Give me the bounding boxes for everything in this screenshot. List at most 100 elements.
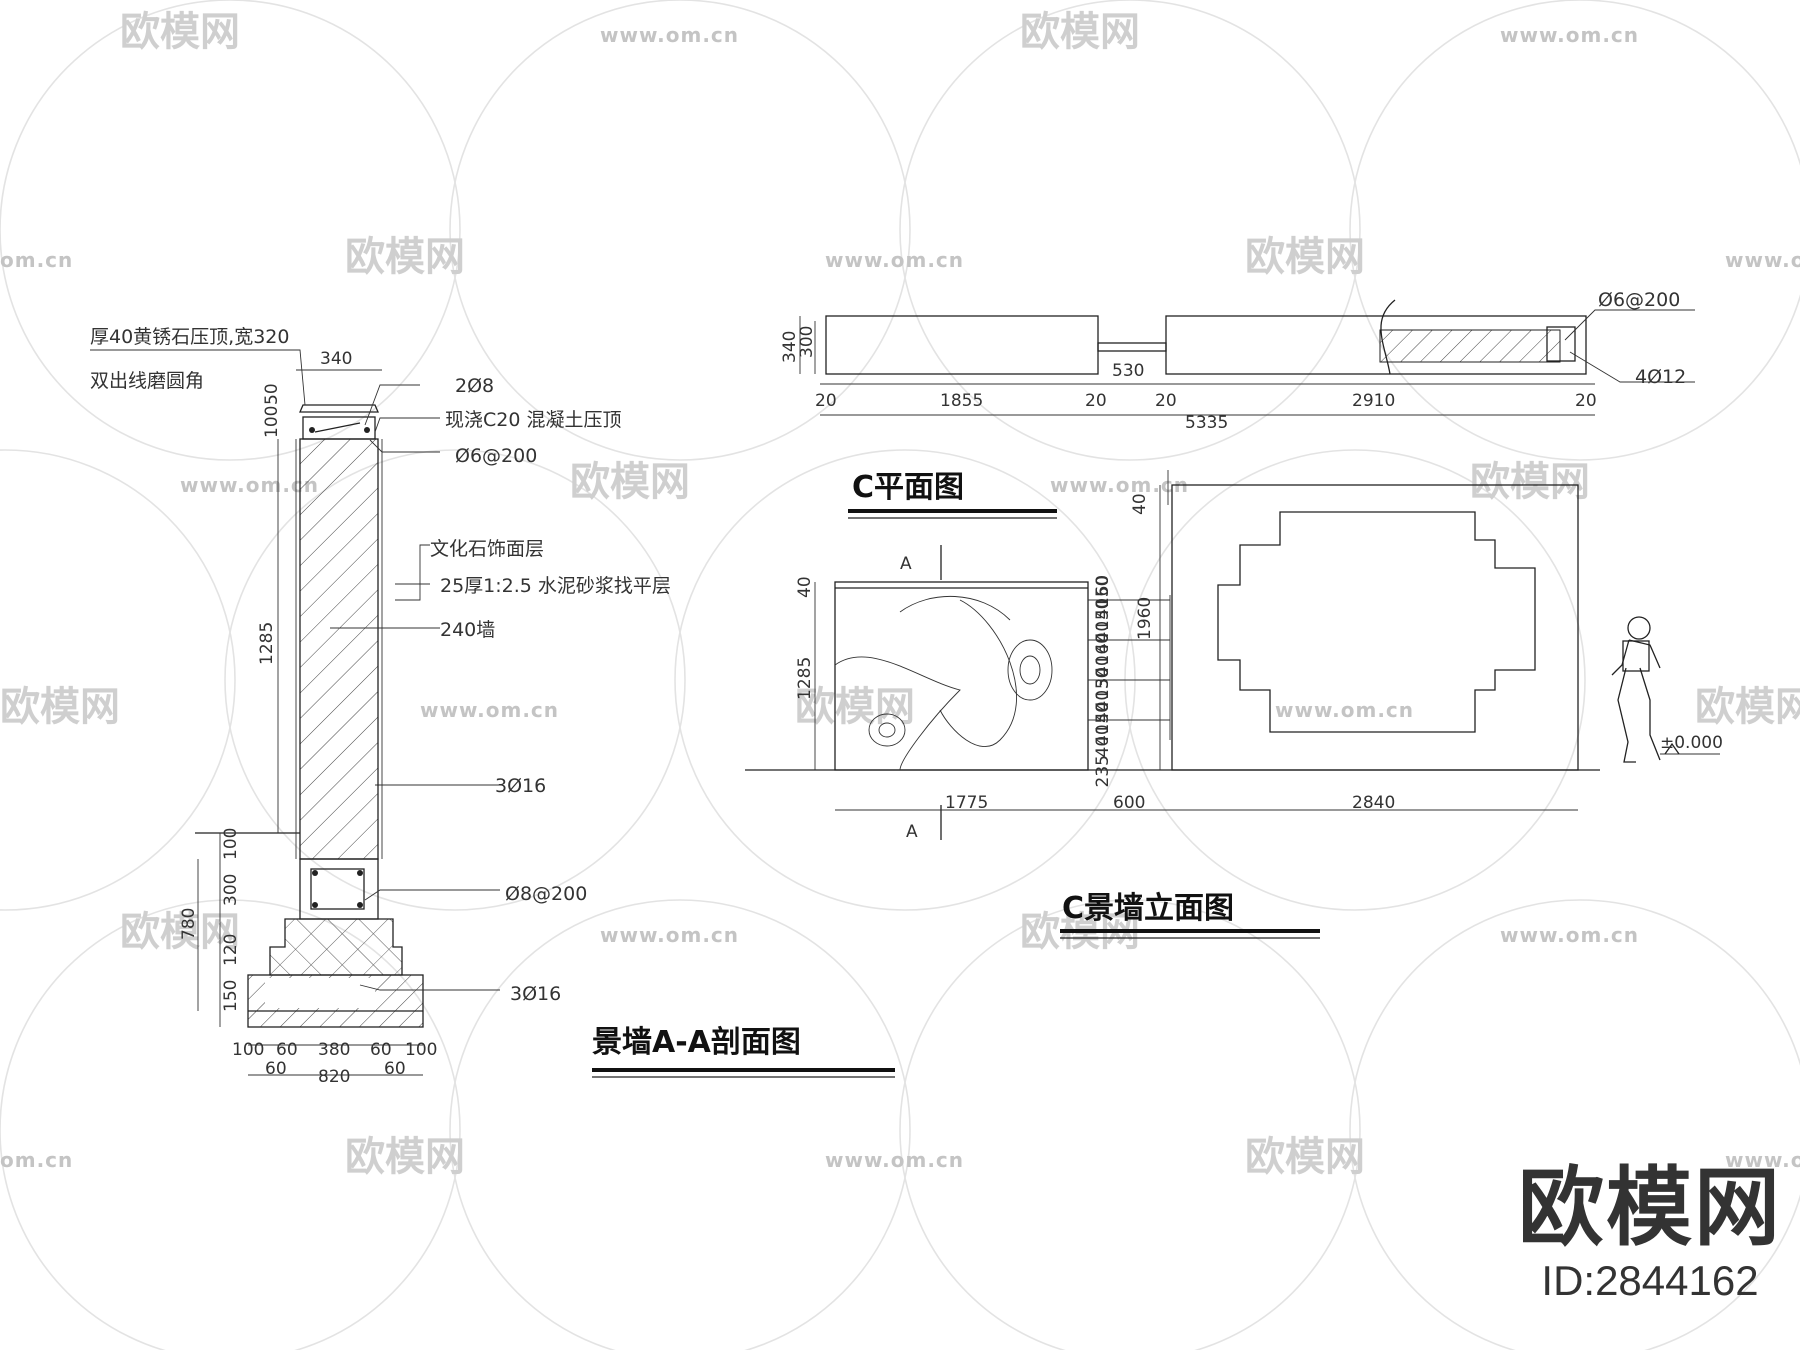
note-stirrup-top: Ø6@200 <box>455 445 537 467</box>
step-dim-label: 40 <box>1093 690 1113 712</box>
dim-el-h1285: 1285 <box>795 657 815 700</box>
dim-c820: 820 <box>318 1067 350 1087</box>
watermark-circle <box>899 899 1361 1350</box>
note-cap-rebar: 2Ø8 <box>455 375 494 397</box>
dim-pl-20b: 20 <box>1085 391 1107 411</box>
dim-pl-530: 530 <box>1112 361 1144 381</box>
dim-h340: 340 <box>780 331 800 363</box>
section-aa-title: 景墙A-A剖面图 <box>592 1025 801 1060</box>
note-cap-stone: 厚40黄锈石压顶,宽320 <box>90 326 289 348</box>
watermark-circle <box>0 899 461 1350</box>
step-dim-label: 235 <box>1093 755 1113 787</box>
note-cap-concrete: 现浇C20 混凝土压顶 <box>445 409 621 431</box>
dim-b60a: 60 <box>276 1040 298 1060</box>
plan-c-drawing <box>799 299 1695 416</box>
dim-c60b: 60 <box>384 1059 406 1079</box>
dim-cap-100: 100 <box>262 406 282 438</box>
watermark-brand: 欧模网 <box>0 684 120 730</box>
watermark-url: www.om.cn <box>825 248 964 272</box>
watermark-url: www.om.cn <box>600 923 739 947</box>
dim-d100: 100 <box>221 828 241 860</box>
watermark-circle <box>1349 899 1800 1350</box>
watermark-url: www.om.cn <box>1725 1148 1800 1172</box>
dim-d150: 150 <box>221 980 241 1012</box>
watermark-url: www.om.cn <box>1725 248 1800 272</box>
dim-top-width: 340 <box>320 349 352 369</box>
dim-el-1775: 1775 <box>945 793 988 813</box>
note-stirrup-beam: Ø8@200 <box>505 883 587 905</box>
dim-d780: 780 <box>179 908 199 940</box>
watermark-url: www.om.cn <box>600 23 739 47</box>
dim-d300: 300 <box>221 874 241 906</box>
watermark-url: www.om.cn <box>420 698 559 722</box>
watermark-url: www.om.cn <box>1275 698 1414 722</box>
step-dim-label: 150 <box>1093 668 1113 700</box>
step-dim-label: 160 <box>1093 633 1113 665</box>
dim-b100b: 100 <box>405 1040 437 1060</box>
watermark-brand: 欧模网 <box>1245 234 1365 280</box>
note-wall: 240墙 <box>440 619 495 641</box>
watermark-brand: 欧模网 <box>1470 459 1590 505</box>
dim-pl-20c: 20 <box>1155 391 1177 411</box>
dim-b380: 380 <box>318 1040 350 1060</box>
watermark-brand: 欧模网 <box>345 1134 465 1180</box>
dim-pl-20a: 20 <box>815 391 837 411</box>
watermark-url-partial: om.cn <box>0 1148 73 1172</box>
note-rebar-mid: 3Ø16 <box>495 775 546 797</box>
note-finish-layer: 文化石饰面层 <box>430 538 544 560</box>
dim-b100a: 100 <box>232 1040 264 1060</box>
dim-el-h1960: 1960 <box>1135 597 1155 640</box>
elevation-c-drawing <box>745 470 1720 840</box>
section-mark-bottom: A <box>906 822 918 842</box>
watermark-circle <box>449 0 911 461</box>
dim-cap-50: 50 <box>262 383 282 405</box>
dim-pl-total: 5335 <box>1185 413 1228 433</box>
plan-c-title: C平面图 <box>852 470 964 505</box>
step-dim-label: 40 <box>1093 621 1113 643</box>
watermark-circle <box>0 449 236 911</box>
dim-el-2840: 2840 <box>1352 793 1395 813</box>
watermark-brand: 欧模网 <box>1245 1134 1365 1180</box>
elevation-step-lines <box>1088 595 1171 740</box>
watermark-brand: 欧模网 <box>345 234 465 280</box>
human-figure-icon <box>1611 616 1661 763</box>
watermark-url: www.om.cn <box>1500 923 1639 947</box>
level-mark: ±0.000 <box>1660 733 1723 753</box>
plan-note-stirrup: Ø6@200 <box>1598 289 1680 311</box>
step-dim-label: 150 <box>1093 576 1113 608</box>
dim-pl-20d: 20 <box>1575 391 1597 411</box>
dim-height: 1285 <box>257 622 277 665</box>
watermark-brand: 欧模网 <box>1695 684 1800 730</box>
dim-el-h40: 40 <box>795 576 815 598</box>
dim-pl-2910: 2910 <box>1352 391 1395 411</box>
watermark-brand: 欧模网 <box>120 9 240 55</box>
step-dim-label: 40 <box>1093 655 1113 677</box>
step-dim-label: 40 <box>1093 632 1113 654</box>
note-mortar-layer: 25厚1:2.5 水泥砂浆找平层 <box>440 575 671 597</box>
watermark-url: www.om.cn <box>180 473 319 497</box>
step-dim-label: 30 <box>1093 667 1113 689</box>
dim-b60b: 60 <box>370 1040 392 1060</box>
dim-h300: 300 <box>797 326 817 358</box>
step-dim-label: 60 <box>1093 575 1113 597</box>
note-rebar-base: 3Ø16 <box>510 983 561 1005</box>
watermark-circle <box>1349 0 1800 461</box>
section-aa-drawing <box>90 349 500 1076</box>
step-dim-label: 150 <box>1093 702 1113 734</box>
watermark-url: www.om.cn <box>1500 23 1639 47</box>
dim-c60a: 60 <box>265 1059 287 1079</box>
section-mark-top: A <box>900 554 912 574</box>
watermark-url-partial: om.cn <box>0 248 73 272</box>
watermark-circle <box>224 449 686 911</box>
watermark-circle <box>449 899 911 1350</box>
watermark-brand: 欧模网 <box>1020 9 1140 55</box>
step-dim-label: 40 <box>1093 701 1113 723</box>
dim-pl-1855: 1855 <box>940 391 983 411</box>
dim-el-top40: 40 <box>1130 493 1150 515</box>
dim-el-600: 600 <box>1113 793 1145 813</box>
brand-id: ID:2844162 <box>1541 1257 1759 1304</box>
note-cap-edge: 双出线磨圆角 <box>90 370 204 392</box>
watermark-url: www.om.cn <box>1050 473 1189 497</box>
